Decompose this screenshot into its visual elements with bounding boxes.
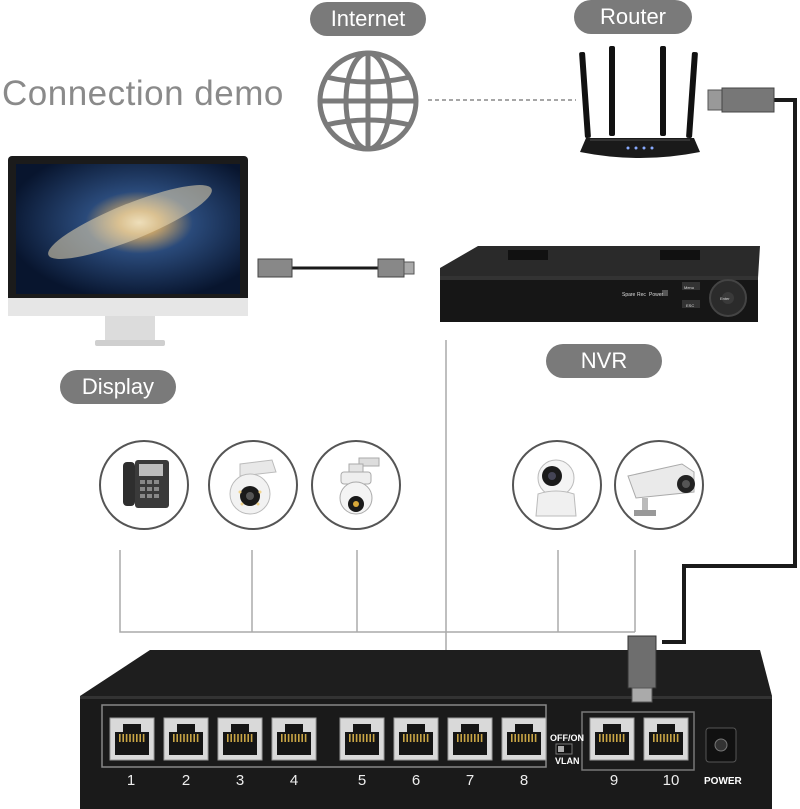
port-label-2: 2 <box>181 772 191 789</box>
vlan-switch-bottom-label: VLAN <box>555 756 580 766</box>
device-circle-ip-phone <box>99 440 189 530</box>
vlan-switch-top-label: OFF/ON <box>550 733 584 743</box>
ip-phone-icon <box>123 460 169 508</box>
power-label: POWER <box>704 776 742 787</box>
display-label: Display <box>60 370 176 404</box>
device-circle-bullet-camera <box>614 440 704 530</box>
port-label-3: 3 <box>235 772 245 789</box>
ptz-camera-icon <box>339 457 380 515</box>
port-label-6: 6 <box>411 772 421 789</box>
port-label-10: 10 <box>662 772 680 789</box>
device-circle-dome-camera <box>208 440 298 530</box>
device-circle-ptz-camera <box>311 440 401 530</box>
router-label: Router <box>574 0 692 34</box>
dome-camera-icon <box>229 459 277 515</box>
diagram-title: Connection demo <box>2 74 284 113</box>
port-label-9: 9 <box>609 772 619 789</box>
device-circle-indoor-camera <box>512 440 602 530</box>
bullet-camera-icon <box>627 463 695 516</box>
port-label-8: 8 <box>519 772 529 789</box>
port-label-4: 4 <box>289 772 299 789</box>
port-label-7: 7 <box>465 772 475 789</box>
nvr-label: NVR <box>546 344 662 378</box>
port-label-5: 5 <box>357 772 367 789</box>
internet-label: Internet <box>310 2 426 36</box>
port-label-1: 1 <box>126 772 136 789</box>
indoor-camera-icon <box>535 459 577 517</box>
